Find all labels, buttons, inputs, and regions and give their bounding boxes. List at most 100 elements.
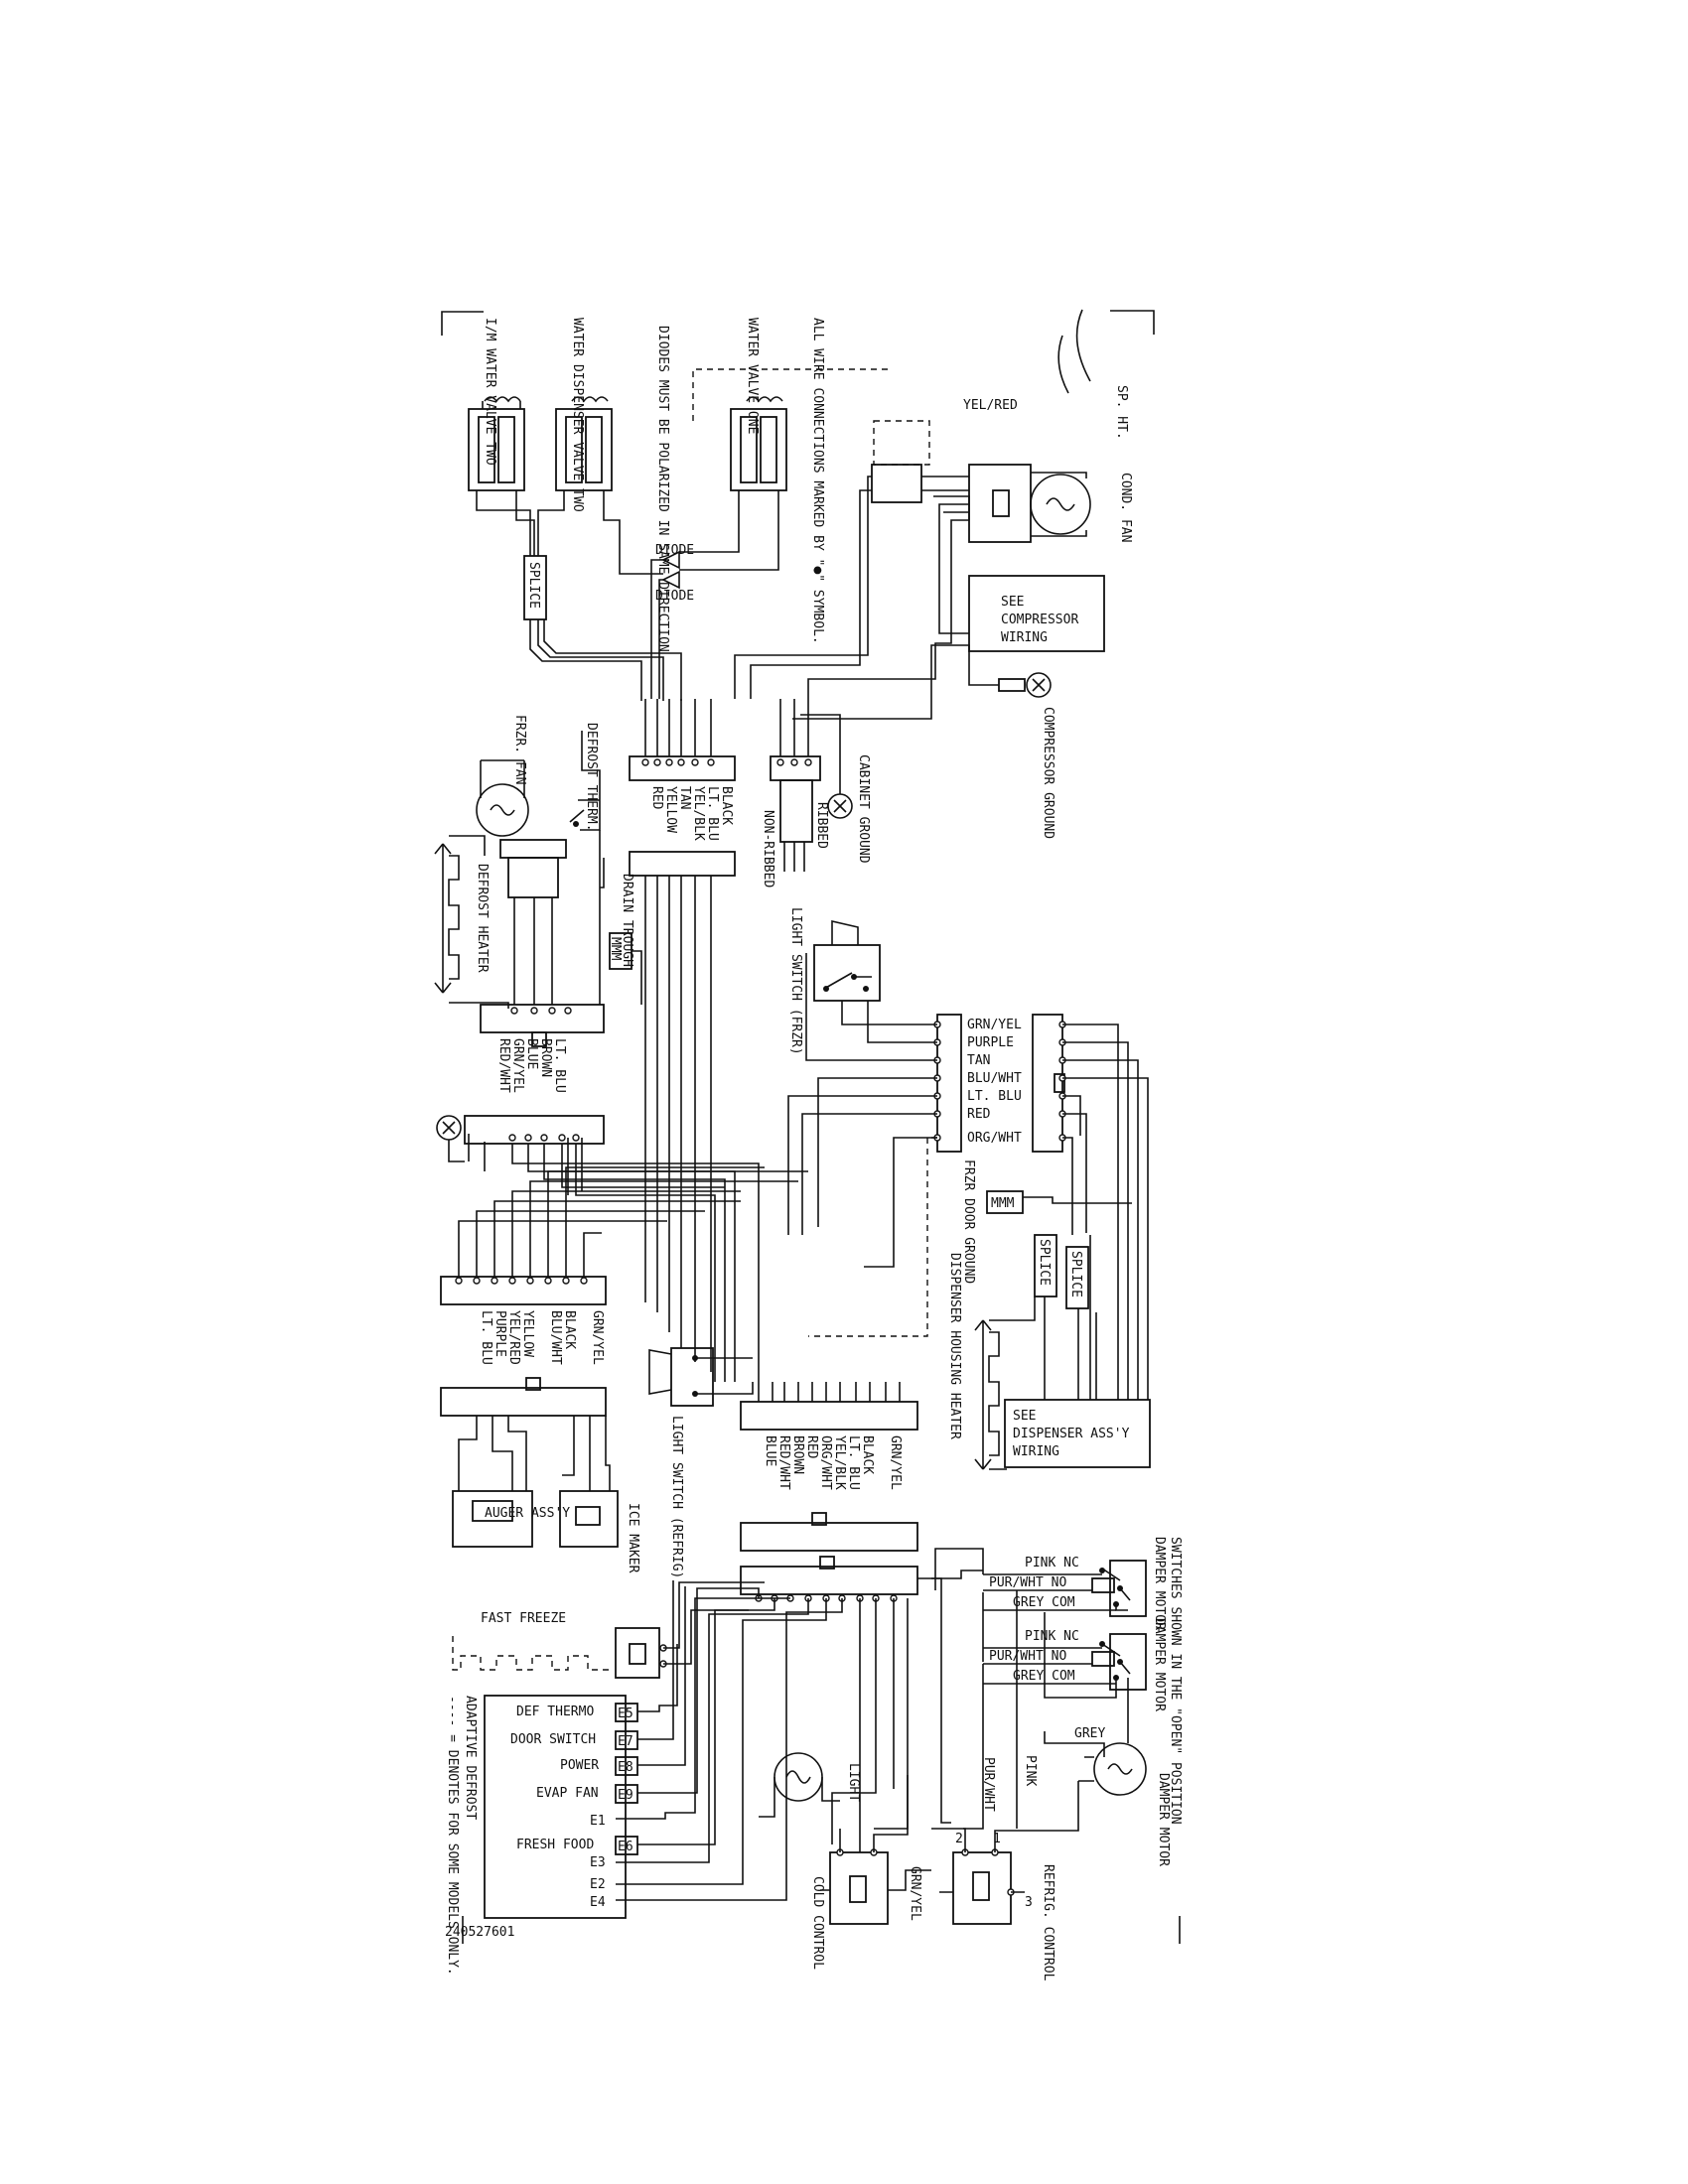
wiring-label: WIRING bbox=[1001, 630, 1048, 645]
fast-freeze: FAST FREEZE bbox=[452, 1581, 765, 1679]
defrost-heater: DEFROST HEATER bbox=[434, 835, 509, 1009]
refrig-control: 2 1 3 REFRIG. CONTROL bbox=[931, 1828, 1055, 1981]
switches-note: SWITCHES SHOWN IN THE "OPEN" POSITION bbox=[1168, 1537, 1183, 1825]
ribbed-label: RIBBED bbox=[814, 802, 829, 849]
heater-icon bbox=[1057, 335, 1069, 394]
coil-icon bbox=[571, 396, 609, 403]
light-switch-frzr: LIGHT SWITCH (FRZR) bbox=[788, 907, 881, 1055]
diode-icon bbox=[661, 550, 680, 590]
harness-ice-5: YEL/RED bbox=[506, 1310, 521, 1365]
lower-connector bbox=[740, 1556, 918, 1602]
diode-label-1: DIODE bbox=[655, 543, 694, 558]
see-label-2: SEE bbox=[1013, 1409, 1036, 1424]
sp-heater: SP. HT. bbox=[692, 309, 1129, 440]
board-label-door-switch: DOOR SWITCH bbox=[510, 1732, 596, 1747]
damper1-purwht-no: PUR/WHT NO bbox=[989, 1575, 1066, 1590]
harness-ice-1: GRN/YEL bbox=[590, 1310, 605, 1365]
refrig-control-label: REFRIG. CONTROL bbox=[1041, 1864, 1055, 1981]
harness-main-1: BLACK bbox=[719, 786, 734, 825]
cond-fan: COND. FAN bbox=[968, 464, 1133, 543]
harness-refrig-5: ORG/WHT bbox=[818, 1435, 833, 1490]
auger-assy-label: AUGER ASS'Y bbox=[485, 1506, 570, 1521]
im-water-valve: I/M WATER VALVE TWO bbox=[468, 318, 525, 491]
yel-red-label: YEL/RED bbox=[963, 398, 1018, 413]
water-valve-one: WATER VALVE ONE bbox=[730, 318, 787, 491]
board-label-fresh-food: FRESH FOOD bbox=[516, 1838, 594, 1852]
main-connector bbox=[629, 699, 736, 877]
harness-ice-4: YELLOW bbox=[520, 1310, 535, 1357]
terminal-e9: E9 bbox=[618, 1788, 633, 1803]
harness-door-5: LT. BLU bbox=[967, 1089, 1022, 1104]
harness-main-5: YELLOW bbox=[663, 786, 678, 833]
sp-heater-connector bbox=[873, 420, 930, 466]
ice-maker-label: ICE MAKER bbox=[626, 1503, 640, 1573]
light-switch-frzr-label: LIGHT SWITCH (FRZR) bbox=[788, 907, 803, 1055]
mmm-label-1: MMM bbox=[608, 937, 623, 961]
ice-maker: ICE MAKER bbox=[559, 1416, 640, 1573]
drain-trough-label: DRAIN TROUGH bbox=[620, 874, 634, 967]
harness-refrig-4: YEL/BLK bbox=[832, 1435, 847, 1490]
non-ribbed-label: NON-RIBBED bbox=[761, 810, 775, 887]
damper1-pink-nc: PINK NC bbox=[1025, 1556, 1079, 1570]
cabinet-ground-label: CABINET GROUND bbox=[856, 754, 871, 864]
harness-ice-7: LT. BLU bbox=[479, 1310, 493, 1365]
switch-icon bbox=[648, 1349, 672, 1395]
damper-switch-1 bbox=[1091, 1560, 1147, 1617]
pink-label: PINK bbox=[1023, 1755, 1038, 1786]
harness-refrig-7: BROWN bbox=[790, 1435, 805, 1474]
terminal-e1: E1 bbox=[590, 1814, 606, 1829]
freezer-ground bbox=[436, 1115, 465, 1162]
ice-connector bbox=[440, 1276, 607, 1417]
splice-label-2: SPLICE bbox=[1037, 1239, 1052, 1286]
dispenser-wiring-box: SEE DISPENSER ASS'Y WIRING bbox=[1004, 1399, 1151, 1468]
terminal-e4: E4 bbox=[590, 1895, 606, 1910]
switch-icon bbox=[831, 919, 859, 945]
splice-label-1: SPLICE bbox=[526, 562, 541, 609]
dashed-note: ---- = DENOTES FOR SOME MODELS ONLY. bbox=[445, 1696, 460, 1976]
light-switch-refrig: LIGHT SWITCH (REFRIG) bbox=[648, 1347, 754, 1578]
ground-icon bbox=[1026, 672, 1052, 698]
wiring-label-2: WIRING bbox=[1013, 1444, 1059, 1459]
harness-frzr-3: BLUE bbox=[524, 1038, 539, 1069]
harness-refrig-6: RED bbox=[804, 1435, 819, 1459]
pin-1-label: 1 bbox=[993, 1832, 1001, 1846]
fan-icon bbox=[1030, 474, 1091, 535]
terminal-e6: E6 bbox=[618, 1840, 633, 1854]
pur-wht-label: PUR/WHT bbox=[981, 1757, 996, 1812]
dispenser-splices: SPLICE SPLICE bbox=[1034, 1234, 1089, 1309]
harness-refrig-3: LT. BLU bbox=[846, 1435, 861, 1490]
harness-frzr-5: RED/WHT bbox=[496, 1038, 511, 1093]
ribbed-connector: RIBBED NON-RIBBED bbox=[761, 699, 829, 887]
diodes-note: DIODES MUST BE POLARIZED IN SAME DIRECTI… bbox=[655, 326, 670, 652]
terminal-e5: E5 bbox=[618, 1706, 633, 1721]
motor-icon bbox=[1093, 1742, 1147, 1796]
freezer-connector bbox=[464, 1004, 605, 1145]
fan-icon bbox=[476, 783, 529, 837]
dispenser-housing-heater: DISPENSER HOUSING HEATER bbox=[947, 1253, 1036, 1470]
defrost-therm-label: DEFROST THERM. bbox=[584, 723, 599, 832]
harness-ice-6: PURPLE bbox=[492, 1310, 507, 1357]
cabinet-ground: CABINET GROUND bbox=[800, 714, 871, 864]
heater-icon bbox=[974, 1319, 1000, 1470]
dashed-wire bbox=[808, 1137, 937, 1337]
damper2-purwht-no: PUR/WHT NO bbox=[989, 1649, 1066, 1664]
frzr-fan: FRZR. FAN bbox=[476, 715, 567, 898]
harness-door-7: ORG/WHT bbox=[967, 1131, 1022, 1146]
coil-icon bbox=[746, 396, 783, 403]
board-terminals bbox=[615, 1703, 638, 1855]
board-label-power: POWER bbox=[560, 1758, 599, 1773]
damper2-pink-nc: PINK NC bbox=[1025, 1629, 1079, 1644]
harness-refrig-8: RED/WHT bbox=[776, 1435, 791, 1490]
damper-motor-label-2: DAMPER MOTOR bbox=[1152, 1618, 1167, 1711]
frzr-door-ground-label: FRZR DOOR GROUND bbox=[961, 1160, 976, 1284]
harness-main-3: YEL/BLK bbox=[691, 786, 706, 841]
fast-freeze-label: FAST FREEZE bbox=[481, 1611, 566, 1626]
harness-refrig-2: BLACK bbox=[860, 1435, 875, 1474]
harness-refrig-9: BLUE bbox=[763, 1435, 777, 1466]
frzr-door-ground: MMM FRZR DOOR GROUND bbox=[961, 1160, 1132, 1284]
im-water-valve-label: I/M WATER VALVE TWO bbox=[483, 318, 497, 466]
board-label-def-thermo: DEF THERMO bbox=[516, 1705, 594, 1719]
heater-icon bbox=[434, 843, 460, 994]
damper-motor-label-3: DAMPER MOTOR bbox=[1156, 1773, 1171, 1866]
harness-frzr-4: GRN/YEL bbox=[510, 1038, 525, 1093]
